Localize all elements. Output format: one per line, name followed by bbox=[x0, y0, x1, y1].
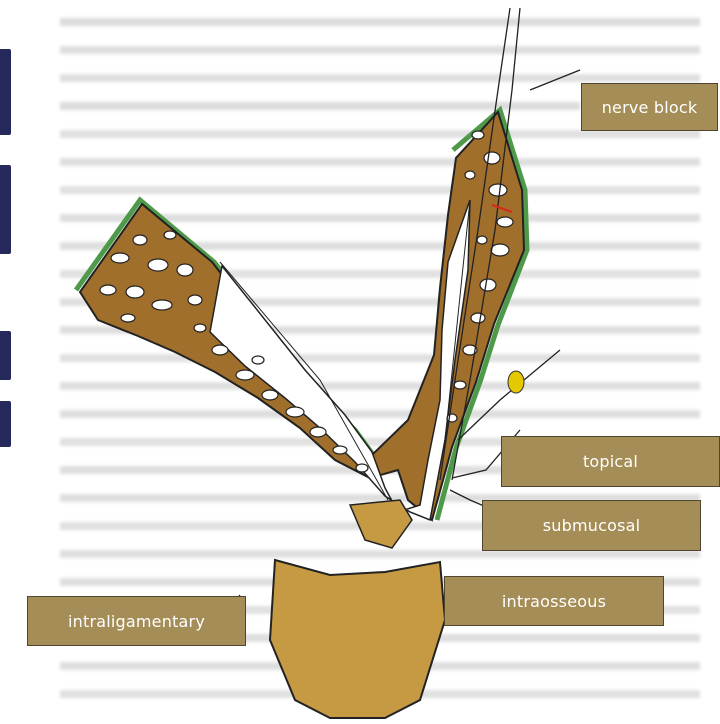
label-nerve-block: nerve block bbox=[581, 83, 718, 131]
left-edge-tab-2 bbox=[0, 165, 11, 254]
label-topical: topical bbox=[501, 436, 720, 487]
label-submucosal: submucosal bbox=[482, 500, 701, 551]
tooth-neck bbox=[350, 500, 412, 548]
nerve-spot bbox=[508, 371, 524, 393]
tooth-crown bbox=[270, 560, 445, 718]
left-edge-tab-3 bbox=[0, 331, 11, 380]
left-edge-tab-1 bbox=[0, 49, 11, 135]
label-intraosseous: intraosseous bbox=[444, 576, 664, 626]
left-edge-tab-4 bbox=[0, 401, 11, 447]
label-intraligamentary: intraligamentary bbox=[27, 596, 246, 646]
